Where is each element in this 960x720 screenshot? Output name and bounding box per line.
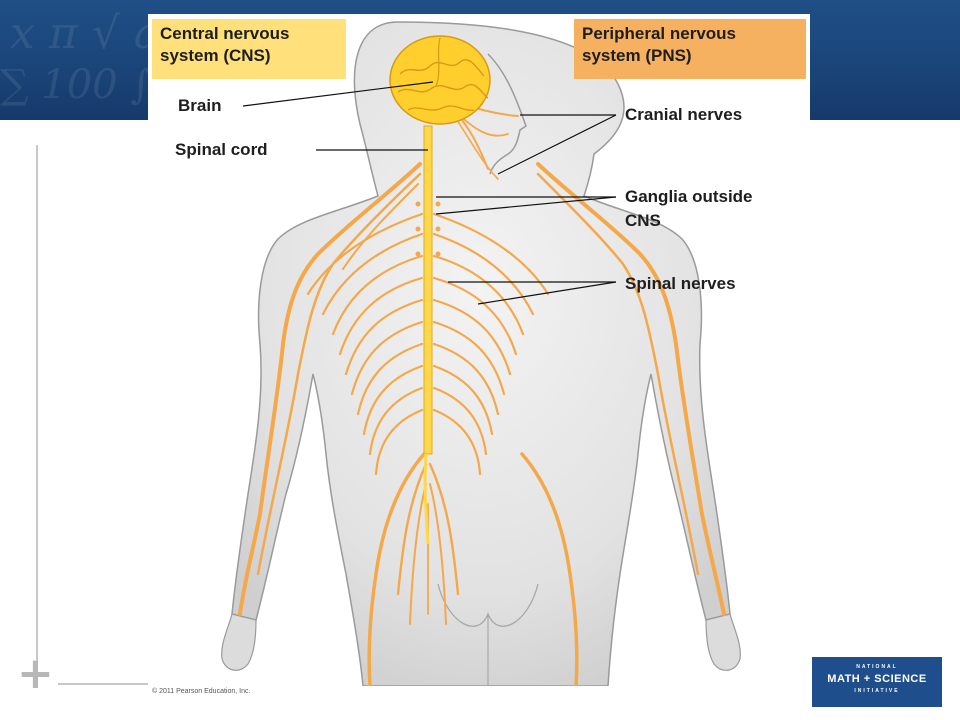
anatomy-illustration <box>221 21 741 688</box>
label-spinal-nerves: Spinal nerves <box>625 274 736 293</box>
decorative-horizontal-line <box>58 683 153 685</box>
math-science-logo: NATIONAL MATH + SCIENCE INITIATIVE <box>812 657 942 707</box>
brain-shape <box>389 35 491 125</box>
body-silhouette <box>221 21 741 687</box>
cns-header-box: Central nervous system (CNS) <box>152 19 346 79</box>
cns-header-label: Central nervous system (CNS) <box>160 24 290 65</box>
label-brain: Brain <box>178 96 222 115</box>
pns-header-label: Peripheral nervous system (PNS) <box>582 24 737 65</box>
copyright-text: © 2011 Pearson Education, Inc. <box>152 688 251 695</box>
logo-main-text: MATH + SCIENCE <box>827 673 927 685</box>
pns-header-box: Peripheral nervous system (PNS) <box>574 19 806 79</box>
decorative-vertical-line <box>36 145 38 665</box>
leader-lines <box>242 81 617 305</box>
label-spinal-cord: Spinal cord <box>175 140 268 159</box>
ganglia-dots <box>415 201 441 257</box>
plus-icon: + <box>17 648 54 699</box>
peripheral-nerves <box>238 98 726 688</box>
spinal-cord-shape <box>423 125 433 455</box>
logo-bottom-text: INITIATIVE <box>854 688 900 694</box>
nervous-system-figure: Central nervous system (CNS) Peripheral … <box>148 14 810 688</box>
label-cranial-nerves: Cranial nerves <box>625 105 743 124</box>
label-ganglia: Ganglia outside CNS <box>625 187 753 230</box>
logo-top-text: NATIONAL <box>856 664 898 670</box>
